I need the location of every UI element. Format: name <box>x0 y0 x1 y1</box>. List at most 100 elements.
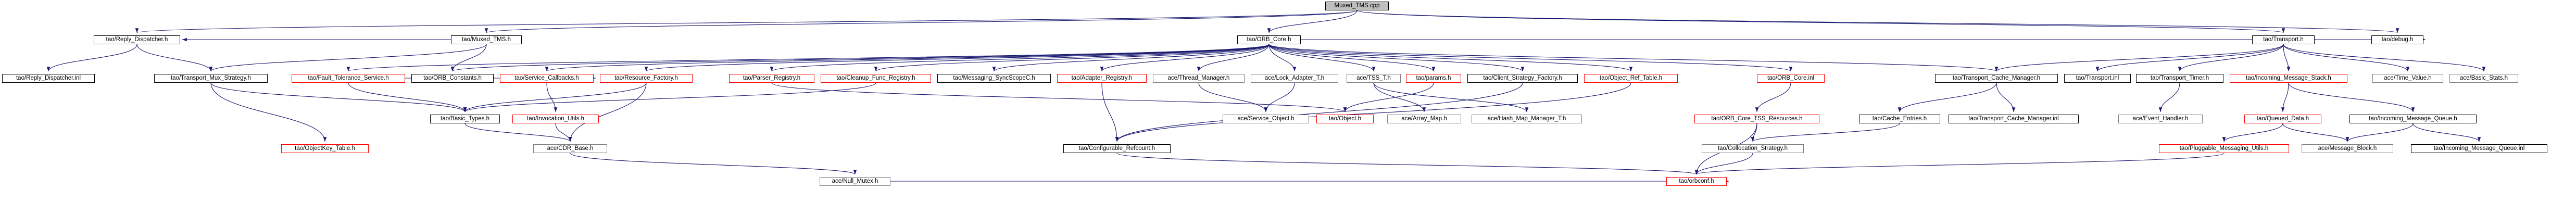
graph-node[interactable]: tao/Transport_Mux_Strategy.h <box>154 74 268 83</box>
graph-edge <box>2282 123 2349 142</box>
graph-node[interactable]: tao/ORB_Core_TSS_Resources.h <box>1694 115 1819 123</box>
graph-node[interactable]: tao/ORB_Core.inl <box>1757 74 1825 83</box>
graph-node[interactable]: ace/Service_Object.h <box>1223 115 1309 123</box>
graph-node[interactable]: tao/Transport.h <box>2252 35 2315 44</box>
graph-node[interactable]: tao/Incoming_Message_Stack.h <box>2230 74 2347 83</box>
graph-edge <box>2281 82 2289 112</box>
graph-node[interactable]: tao/Incoming_Message_Queue.inl <box>2411 144 2547 153</box>
graph-node[interactable]: tao/Cache_Entries.h <box>1859 115 1940 123</box>
graph-node[interactable]: tao/Configurable_Refcount.h <box>1063 144 1171 153</box>
graph-node[interactable]: tao/Queued_Data.h <box>2244 115 2321 123</box>
graph-node[interactable]: ace/Hash_Map_Manager_T.h <box>1472 115 1582 123</box>
graph-node[interactable]: tao/Client_Strategy_Factory.h <box>1467 74 1578 83</box>
graph-node[interactable]: tao/Collocation_Strategy.h <box>1702 144 1804 153</box>
graph-node[interactable]: tao/orbconf.h <box>1666 177 1727 186</box>
graph-edge <box>464 123 572 142</box>
graph-node[interactable]: tao/Transport_Cache_Manager.inl <box>1949 115 2079 123</box>
graph-edge <box>210 82 467 112</box>
graph-node[interactable]: tao/Cleanup_Func_Registry.h <box>821 74 931 83</box>
graph-edge <box>1100 44 1270 72</box>
graph-edge <box>1116 153 1698 175</box>
graph-edge <box>546 82 558 112</box>
graph-edge <box>485 10 1358 33</box>
graph-edge <box>347 44 1270 72</box>
graph-edge <box>1343 82 1434 112</box>
graph-node[interactable]: tao/Transport_Cache_Manager.h <box>1935 74 2058 83</box>
graph-node[interactable]: ace/CDR_Base.h <box>533 144 607 153</box>
graph-edge <box>1268 44 1998 72</box>
graph-node[interactable]: tao/params.h <box>1406 74 1461 83</box>
graph-edge <box>209 44 487 72</box>
graph-node[interactable]: ace/Message_Block.h <box>2302 144 2393 153</box>
graph-node[interactable]: ace/Time_Value.h <box>2372 74 2443 83</box>
graph-node[interactable]: tao/Reply_Dispatcher.inl <box>2 74 95 83</box>
graph-edge <box>645 44 1270 72</box>
graph-edge <box>874 44 1270 72</box>
graph-node[interactable]: tao/ORB_Constants.h <box>411 74 494 83</box>
graph-node[interactable]: tao/Parser_Registry.h <box>729 74 814 83</box>
graph-node[interactable]: tao/Fault_Tolerance_Service.h <box>292 74 405 83</box>
graph-edge <box>568 82 647 142</box>
graph-edge <box>451 44 1270 72</box>
graph-edge <box>1356 10 2285 33</box>
graph-node[interactable]: tao/Invocation_Utils.h <box>512 115 599 123</box>
graph-edge <box>1695 153 2225 175</box>
graph-node[interactable]: tao/Reply_Dispatcher.h <box>94 35 180 44</box>
graph-node[interactable]: tao/Transport_Timer.h <box>2136 74 2223 83</box>
graph-node[interactable]: ace/Array_Map.h <box>1387 115 1461 123</box>
graph-node[interactable]: tao/Pluggable_Messaging_Utils.h <box>2159 144 2289 153</box>
graph-node[interactable]: ace/Basic_Stats.h <box>2449 74 2518 83</box>
graph-node[interactable]: ace/Lock_Adapter_T.h <box>1251 74 1338 83</box>
graph-edge <box>1373 82 1529 112</box>
graph-edge <box>771 82 1347 112</box>
graph-node[interactable]: tao/Incoming_Message_Queue.h <box>2349 115 2477 123</box>
graph-edge <box>770 44 1270 72</box>
graph-node[interactable]: tao/Service_Callbacks.h <box>500 74 594 83</box>
graph-node[interactable]: tao/ORB_Core.h <box>1237 35 1301 44</box>
graph-edge <box>1267 10 1358 33</box>
graph-node[interactable]: tao/Adapter_Registry.h <box>1057 74 1147 83</box>
graph-edge <box>2158 82 2180 112</box>
graph-edge <box>1197 44 1270 72</box>
graph-edge <box>2178 44 2284 72</box>
graph-node[interactable]: tao/Transport.inl <box>2064 74 2131 83</box>
graph-edge <box>1898 82 1997 112</box>
graph-node[interactable]: tao/debug.h <box>2371 35 2423 44</box>
graph-edge <box>463 82 647 112</box>
graph-edge <box>1115 82 1631 142</box>
graph-node[interactable]: Muxed_TMS.cpp <box>1325 2 1389 10</box>
graph-edge <box>1268 44 1297 72</box>
graph-node[interactable]: tao/ObjectKey_Table.h <box>281 144 369 153</box>
graph-edge <box>136 44 213 72</box>
graph-edge <box>2283 44 2486 72</box>
graph-edge <box>463 82 876 112</box>
graph-node[interactable]: tao/Object_Ref_Table.h <box>1584 74 1678 83</box>
graph-edge <box>1268 44 1525 72</box>
graph-edge <box>2345 123 2414 142</box>
graph-edge <box>46 44 137 72</box>
graph-edge <box>2412 123 2481 142</box>
graph-edge <box>1694 153 1753 175</box>
graph-node[interactable]: tao/Messaging_SyncScopeC.h <box>937 74 1051 83</box>
graph-node[interactable]: tao/Object.h <box>1316 115 1374 123</box>
graph-node[interactable]: ace/Event_Handler.h <box>2118 115 2203 123</box>
graph-edge <box>570 153 857 175</box>
graph-edge <box>210 82 327 142</box>
graph-node[interactable]: tao/Basic_Types.h <box>430 115 500 123</box>
graph-node[interactable]: tao/Muxed_TMS.h <box>451 35 522 44</box>
graph-node[interactable]: ace/Null_Mutex.h <box>820 177 890 186</box>
graph-edge <box>2283 44 2291 72</box>
graph-edge <box>1115 82 1523 142</box>
graph-node[interactable]: ace/Thread_Manager.h <box>1153 74 1245 83</box>
graph-node[interactable]: tao/Resource_Factory.h <box>600 74 693 83</box>
graph-edge <box>450 44 487 72</box>
graph-edge <box>1268 44 1436 72</box>
graph-edge <box>2283 44 2410 72</box>
graph-edge <box>545 44 1270 72</box>
graph-node[interactable]: ace/TSS_T.h <box>1347 74 1401 83</box>
graph-edge <box>1264 82 1295 112</box>
graph-edge <box>1751 123 1900 142</box>
graph-edge <box>1356 10 2399 33</box>
